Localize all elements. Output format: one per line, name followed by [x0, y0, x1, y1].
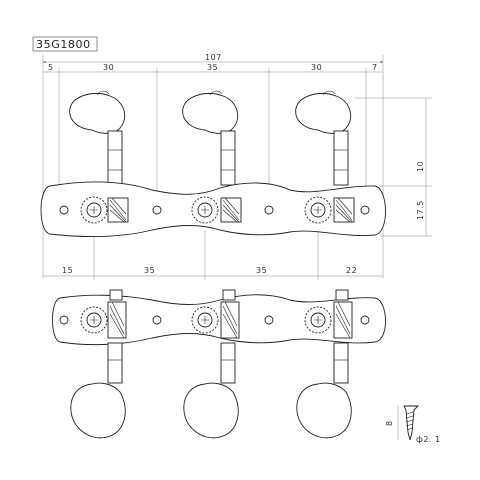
worm-gears-top — [107, 197, 355, 223]
tuner-top-view — [40, 90, 386, 238]
knob-top-3 — [295, 90, 352, 134]
top-dimension-lines — [42, 55, 384, 278]
dim-spacing-2: 35 — [207, 63, 218, 72]
bottom-dimension-lines — [43, 230, 383, 280]
dim-plate-height: 17.5 — [416, 200, 425, 220]
base-plate-bottom — [52, 294, 386, 346]
dim-spacing-1: 30 — [103, 63, 114, 72]
knob-bottom-1 — [70, 382, 126, 439]
shafts-bottom — [107, 342, 349, 384]
knob-bottom-2 — [183, 382, 239, 439]
model-number: 35G1800 — [36, 38, 91, 51]
knob-top-1 — [69, 90, 126, 134]
dim-left-offset: 5 — [48, 63, 54, 72]
string-posts-bottom — [109, 289, 349, 301]
screw-holes-bottom — [59, 315, 370, 325]
dim-spacing-3: 30 — [311, 63, 322, 72]
worm-gears-bottom — [107, 301, 353, 339]
side-dimension-lines — [355, 97, 432, 237]
screw-detail — [397, 405, 420, 441]
shafts-top — [107, 130, 349, 186]
tuner-bottom-view — [52, 289, 386, 439]
dim-gear-spacing-2: 35 — [256, 266, 267, 275]
knob-bottom-3 — [296, 382, 352, 439]
knob-top-2 — [182, 90, 239, 134]
dim-knob-height: 10 — [416, 161, 425, 172]
dim-gear-right: 22 — [346, 266, 357, 275]
gears-bottom — [80, 306, 332, 334]
dim-gear-offset: 15 — [62, 266, 73, 275]
gears-top — [80, 196, 332, 224]
dim-right-offset: 7 — [372, 63, 378, 72]
dim-screw-diameter: ф2. 1 — [416, 435, 441, 444]
dim-overall-width: 107 — [205, 53, 222, 62]
model-label-box: 35G1800 — [32, 36, 98, 52]
dim-screw-length: 8 — [385, 420, 394, 426]
dim-gear-spacing-1: 35 — [144, 266, 155, 275]
screw-holes-top — [59, 205, 370, 215]
